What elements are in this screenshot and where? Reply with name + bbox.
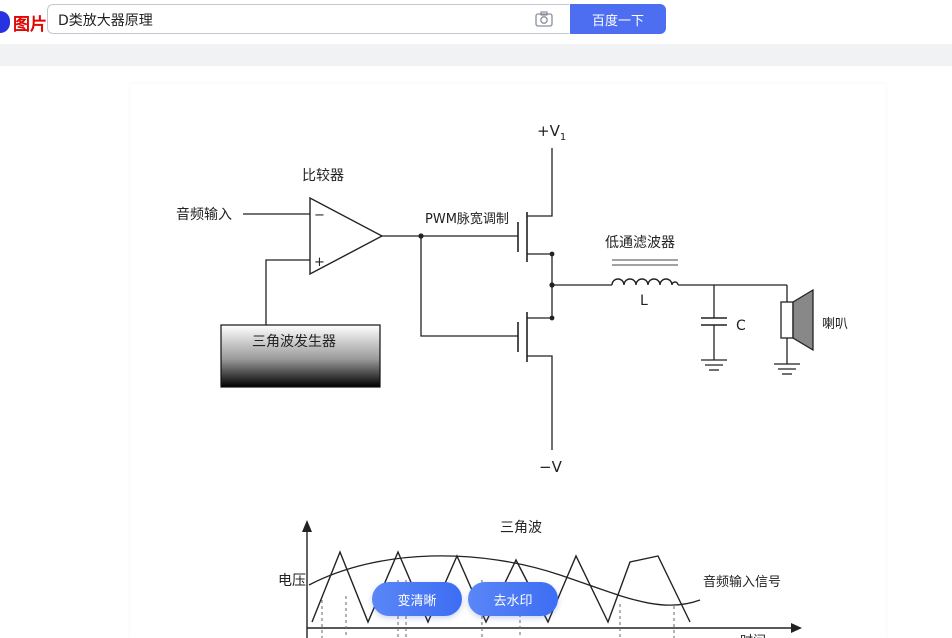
node-1	[549, 251, 555, 257]
search-button[interactable]: 百度一下	[570, 4, 666, 34]
y-axis-label: 电压	[278, 573, 306, 589]
vplus-label: +V1	[537, 122, 566, 143]
comparator-plus: +	[314, 255, 325, 270]
triangle-generator-label: 三角波发生器	[252, 334, 336, 350]
audio-input-label: 音频输入	[176, 206, 232, 223]
speaker-coil	[780, 301, 794, 339]
search-box	[47, 4, 569, 35]
baidu-image-logo[interactable]: 图片	[0, 9, 47, 35]
paw-icon	[0, 11, 10, 33]
search-input[interactable]	[56, 5, 530, 35]
comparator-minus: −	[314, 208, 325, 223]
speaker-ground-icon	[774, 363, 800, 375]
lower-source	[527, 355, 553, 450]
inductor-label: L	[640, 293, 648, 309]
generator-wire	[265, 259, 310, 325]
speaker-icon	[792, 288, 814, 352]
vminus-label: −V	[539, 458, 563, 476]
node-3	[549, 315, 555, 321]
lowpass-label: 低通滤波器	[605, 235, 675, 251]
ground-icon	[701, 359, 727, 371]
logo-text: 图片	[13, 14, 47, 35]
enhance-button[interactable]: 变清晰	[372, 582, 462, 616]
pwm-lower-wire	[420, 236, 518, 337]
capacitor-label: C	[736, 318, 746, 334]
pwm-label: PWM脉宽调制	[425, 211, 509, 227]
speaker-label: 喇叭	[822, 317, 848, 332]
triangle-generator-box	[220, 324, 381, 388]
upper-source	[527, 253, 553, 318]
remove-watermark-button[interactable]: 去水印	[468, 582, 558, 616]
waveform-title: 三角波	[500, 520, 542, 536]
x-axis-label: 时间	[740, 634, 766, 638]
comparator-label: 比较器	[302, 168, 344, 184]
comparator-symbol	[309, 196, 384, 276]
y-axis-arrow	[302, 520, 312, 532]
audio-signal-label: 音频输入信号	[703, 574, 781, 590]
toolbar-band	[0, 44, 952, 66]
inductor-coil	[611, 278, 679, 286]
camera-icon[interactable]	[535, 11, 553, 27]
upper-drain	[527, 148, 553, 217]
audio-signal-curve	[308, 555, 701, 606]
top-bar: 图片 百度一下	[0, 0, 952, 44]
x-axis-arrow	[791, 623, 802, 633]
